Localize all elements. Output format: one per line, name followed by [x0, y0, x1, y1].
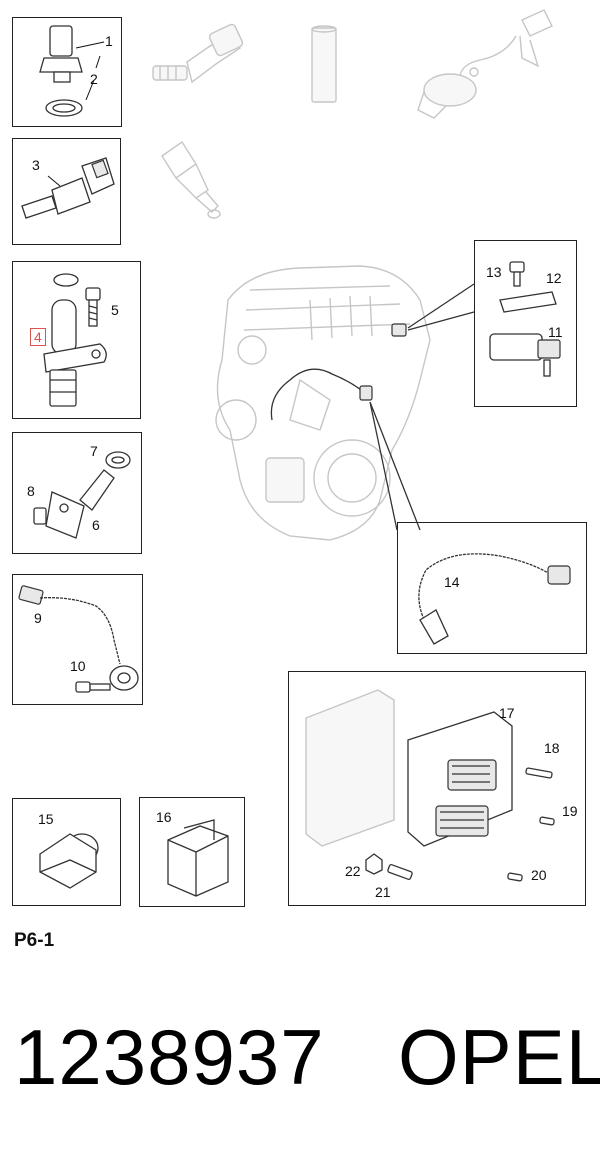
callout-20: 20: [531, 867, 547, 883]
part-frame-map-sensor: [474, 240, 577, 407]
ecu-screws-illustration: [365, 767, 555, 882]
leader-lines-1-2: [75, 41, 105, 101]
engine-connector-icon: [359, 385, 373, 401]
callout-4-highlighted: 4: [30, 328, 46, 346]
callout-9: 9: [34, 610, 42, 626]
ghost-harness-illustration: [417, 9, 553, 119]
callout-18: 18: [544, 740, 560, 756]
bolt-5-illustration: [85, 287, 101, 327]
callout-13: 13: [486, 264, 502, 280]
callout-1: 1: [105, 33, 113, 49]
callout-8: 8: [27, 483, 35, 499]
map-sensor-illustration: [489, 261, 561, 377]
ghost-tube-illustration: [311, 25, 337, 103]
callout-11: 11: [548, 324, 563, 340]
engine-harness-line: [270, 368, 367, 421]
pointer-to-map-frame: [407, 283, 475, 331]
ghost-temp-sender-illustration: [161, 141, 221, 219]
clip-illustration: [39, 833, 99, 889]
callout-12: 12: [546, 270, 562, 286]
callout-2: 2: [90, 71, 98, 87]
callout-19: 19: [562, 803, 578, 819]
callout-22: 22: [345, 863, 361, 879]
callout-14: 14: [444, 574, 460, 590]
knock-sensor-illustration: [18, 585, 139, 693]
callout-15: 15: [38, 811, 54, 827]
callout-21: 21: [375, 884, 391, 900]
callout-6: 6: [92, 517, 100, 533]
brand-name: OPEL: [398, 1013, 600, 1101]
bracket-illustration: [167, 819, 229, 897]
ghost-pressure-sender-illustration: [152, 23, 244, 84]
callout-10: 10: [70, 658, 86, 674]
temperature-sensor-illustration: [21, 157, 115, 219]
page-code: P6-1: [14, 930, 55, 951]
callout-16: 16: [156, 809, 172, 825]
callout-5: 5: [111, 302, 119, 318]
part-number: 1238937: [14, 1013, 325, 1101]
camshaft-sensor-illustration: [33, 451, 131, 539]
callout-17: 17: [499, 705, 515, 721]
ghost-engine-illustration: [215, 265, 431, 541]
ecu-illustration: [305, 689, 513, 847]
leader-line-3: [47, 175, 61, 187]
oil-pressure-switch-illustration: [39, 25, 83, 117]
pointer-to-oxygen-frame: [369, 401, 421, 531]
engine-map-connector-icon: [391, 323, 407, 337]
oxygen-sensor-illustration: [418, 553, 571, 645]
callout-3: 3: [32, 157, 40, 173]
crankshaft-sensor-illustration: [43, 273, 107, 407]
callout-7: 7: [90, 443, 98, 459]
